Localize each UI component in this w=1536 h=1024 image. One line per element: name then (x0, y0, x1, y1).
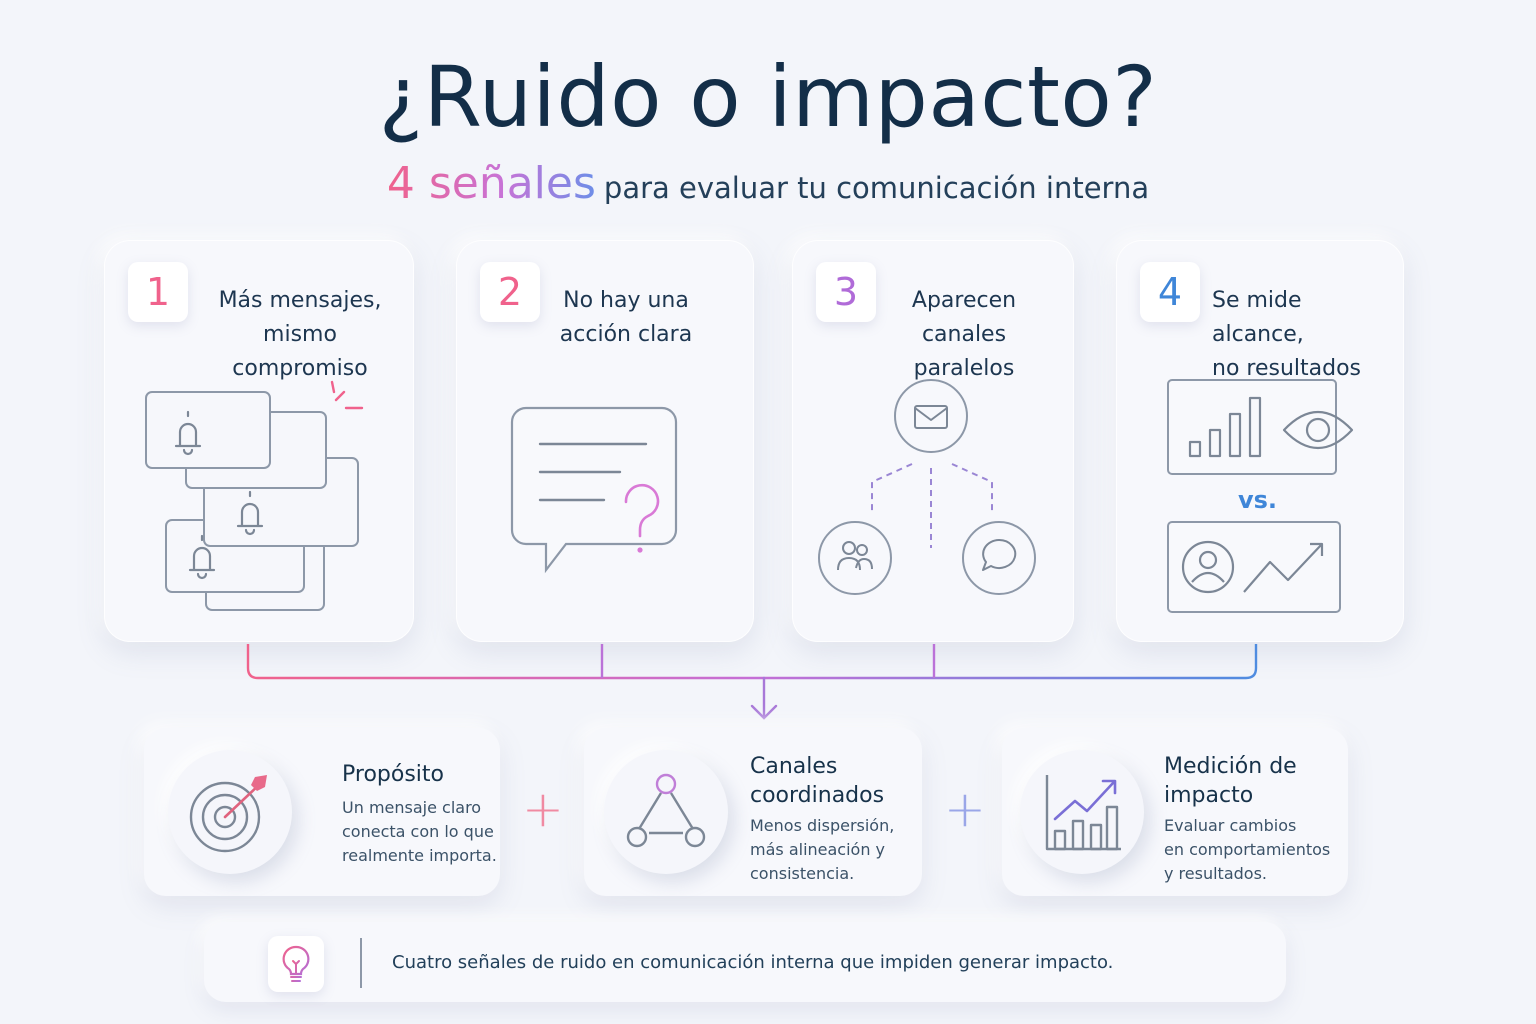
signal-number-4: 4 (1140, 262, 1200, 322)
solution-title: Propósito (342, 760, 444, 789)
solution-desc-line: Evaluar cambios (1164, 816, 1297, 835)
signal-title-line: no resultados (1212, 356, 1362, 381)
target-icon (189, 775, 267, 853)
solution-desc-line: Un mensaje claro (342, 798, 482, 817)
solution-desc-line: consistencia. (750, 864, 855, 883)
signal-title-1: Más mensajes, mismo compromiso (200, 284, 400, 386)
signal-title-line: Más mensajes, (218, 288, 382, 313)
lightbulb-badge (268, 936, 324, 992)
solution-icon-circle (168, 750, 292, 874)
solution-title-line: impacto (1164, 783, 1254, 808)
signal-number-3: 3 (816, 262, 876, 322)
signal-card-1: 1 Más mensajes, mismo compromiso (104, 240, 414, 642)
signal-title-line: mismo compromiso (232, 322, 368, 381)
solution-card-channels: Canales coordinados Menos dispersión, má… (584, 728, 922, 896)
solution-desc-line: Menos dispersión, (750, 816, 895, 835)
signal-title-line: canales paralelos (913, 322, 1015, 381)
signal-title-2: No hay una acción clara (546, 284, 706, 352)
signal-card-2: 2 No hay una acción clara (456, 240, 754, 642)
solution-card-measurement: Medición de impacto Evaluar cambios en c… (1002, 728, 1348, 896)
question-chat-icon (510, 406, 678, 574)
signal-title-line: acción clara (559, 322, 693, 347)
reach-vs-results-icon (1167, 379, 1354, 613)
solution-title: Canales coordinados (750, 752, 884, 810)
parallel-channels-icon (818, 379, 1036, 595)
plus-operator: + (944, 780, 986, 838)
signal-title-line: Se mide alcance, (1212, 288, 1304, 347)
solution-title-line: coordinados (750, 783, 885, 808)
network-triangle-icon (626, 773, 706, 848)
solution-title: Medición de impacto (1164, 752, 1297, 810)
vs-label: vs. (1238, 486, 1278, 514)
subtitle-highlight: 4 señales (386, 158, 596, 209)
solution-desc-line: más alineación y (750, 840, 886, 859)
signal-number-2: 2 (480, 262, 540, 322)
signal-card-3: 3 Aparecen canales paralelos (792, 240, 1074, 642)
signal-title-3: Aparecen canales paralelos (872, 284, 1056, 386)
solution-icon-circle (604, 750, 728, 874)
lightbulb-icon (282, 945, 310, 982)
signal-card-4: 4 Se mide alcance, no resultados vs. (1116, 240, 1404, 642)
signal-number-1: 1 (128, 262, 188, 322)
subtitle-text: para evaluar tu comunicación interna (603, 171, 1150, 205)
page-title: ¿Ruido o impacto? (378, 48, 1158, 146)
solution-description: Evaluar cambios en comportamientos y res… (1164, 814, 1330, 886)
solution-desc-line: y resultados. (1164, 864, 1267, 883)
connector-lines (246, 644, 1258, 720)
solution-desc-line: conecta con lo que (342, 822, 494, 841)
signal-title-4: Se mide alcance, no resultados (1212, 284, 1398, 386)
solution-description: Un mensaje claro conecta con lo que real… (342, 796, 497, 868)
footer-note: Cuatro señales de ruido en comunicación … (204, 922, 1286, 1002)
solution-title-line: Propósito (342, 762, 444, 787)
solution-desc-line: en comportamientos (1164, 840, 1331, 859)
solution-desc-line: realmente importa. (342, 846, 497, 865)
solution-card-purpose: Propósito Un mensaje claro conecta con l… (144, 728, 500, 896)
solution-icon-circle (1020, 750, 1144, 874)
plus-operator: + (522, 780, 564, 838)
solution-title-line: Medición de (1164, 754, 1297, 779)
signal-title-line: No hay una (563, 288, 689, 313)
signal-title-line: Aparecen (911, 288, 1017, 313)
footer-text: Cuatro señales de ruido en comunicación … (392, 952, 1114, 973)
solution-description: Menos dispersión, más alineación y consi… (750, 814, 894, 886)
stacked-notification-icon (145, 380, 364, 611)
footer-divider (360, 938, 362, 988)
growth-chart-icon (1045, 775, 1121, 851)
solution-title-line: Canales (750, 754, 838, 779)
